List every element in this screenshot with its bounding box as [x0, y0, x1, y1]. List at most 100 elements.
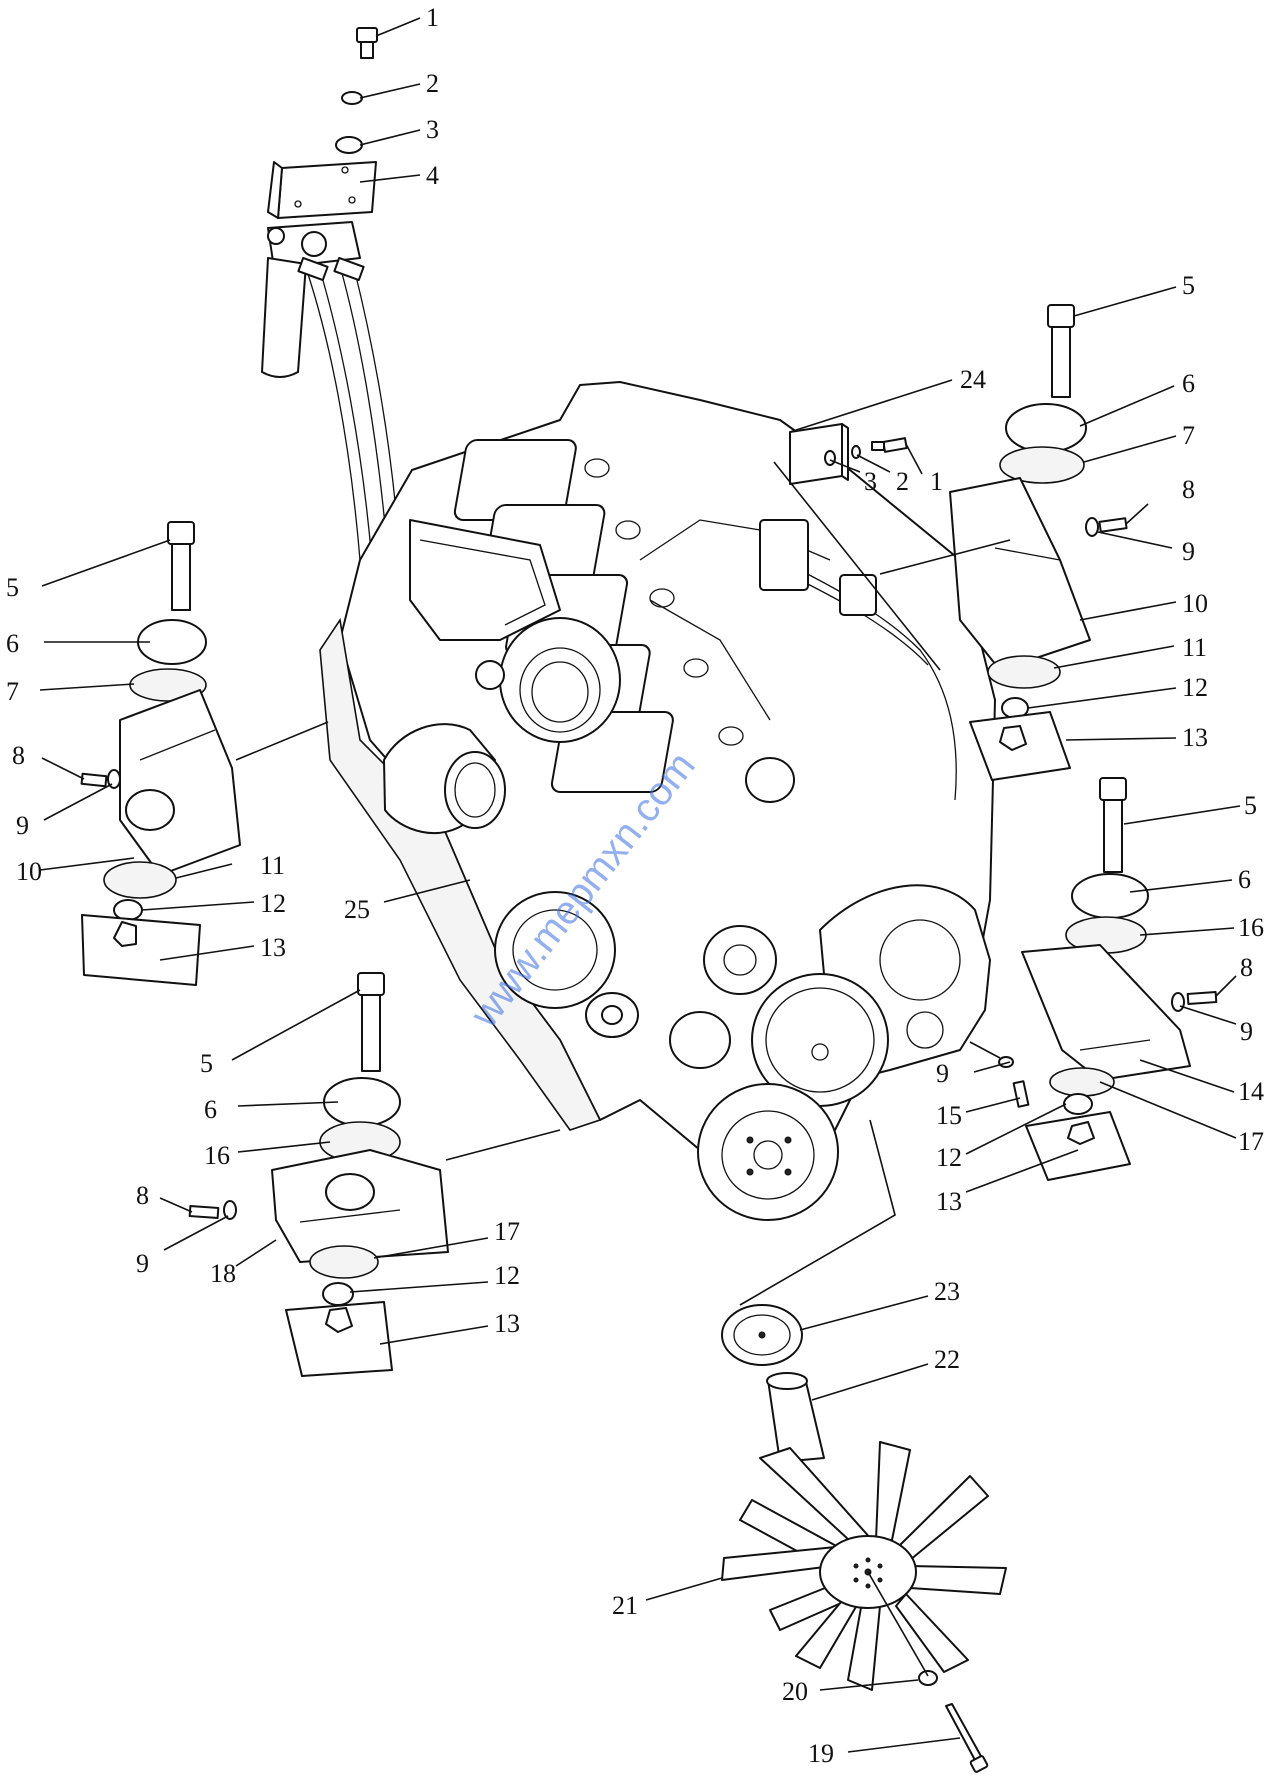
callout-8-ll: 8 [136, 1181, 149, 1210]
mount-bolt-5 [1099, 777, 1127, 873]
mount-washer-9 [1085, 517, 1099, 537]
callout-6-ur: 6 [1182, 369, 1195, 398]
callout-9-ur: 9 [1182, 537, 1195, 566]
mount-nut-plate-13 [285, 1301, 393, 1377]
mount-lower-left [188, 972, 449, 1377]
callout-22: 22 [934, 1345, 960, 1374]
mount-washer-12 [1063, 1093, 1093, 1115]
mount-cushion-6 [1071, 873, 1149, 919]
callout-11-ul: 11 [260, 851, 285, 880]
callout-5-lr: 5 [1244, 791, 1257, 820]
mount-upper-left [80, 521, 241, 986]
filter-canister [261, 257, 307, 378]
callout-12-lr: 12 [936, 1143, 962, 1172]
callout-14-lr: 14 [1238, 1077, 1264, 1106]
mount-lower-right [998, 777, 1218, 1181]
mount-bracket-10 [119, 689, 241, 876]
bolt-1-top [356, 27, 378, 59]
mount-washer-12 [322, 1282, 354, 1306]
water-pump [669, 925, 777, 1069]
intake-manifold [409, 519, 561, 641]
callout-7-ul: 7 [6, 677, 19, 706]
flat-washer-3-top [335, 136, 363, 154]
bracket-24 [789, 423, 849, 485]
callout-13-ul: 13 [260, 933, 286, 962]
turbocharger [475, 617, 621, 743]
mount-bolt-15 [1012, 1080, 1030, 1108]
mount-washer-9 [1171, 992, 1185, 1012]
callout-8-ul: 8 [12, 741, 25, 770]
callout-7-ur: 7 [1182, 421, 1195, 450]
callout-9-ll: 9 [136, 1249, 149, 1278]
callout-9-lr-b: 9 [936, 1059, 949, 1088]
mount-washer-9b [998, 1056, 1014, 1068]
mount-bolt-8 [188, 1205, 220, 1219]
mount-bolt-5 [1047, 304, 1075, 398]
callout-6-ul: 6 [6, 629, 19, 658]
mount-cushion-17 [1049, 1067, 1115, 1097]
callout-23: 23 [934, 1277, 960, 1306]
mount-bracket-10 [949, 477, 1091, 671]
mount-bolt-8 [1186, 991, 1218, 1005]
top-filter-assembly [261, 27, 413, 641]
callout-13-lr: 13 [936, 1187, 962, 1216]
callout-5-ur: 5 [1182, 271, 1195, 300]
mount-bolt-8 [1098, 517, 1128, 533]
fan-assembly [721, 1304, 1007, 1773]
callout-6-ll: 6 [204, 1095, 217, 1124]
intake-elbow [383, 723, 506, 835]
callout-4: 4 [426, 161, 439, 190]
callout-25: 25 [344, 895, 370, 924]
mount-washer-12 [113, 899, 143, 921]
callout-12-ur: 12 [1182, 673, 1208, 702]
callout-3: 3 [426, 115, 439, 144]
fan-washer-20 [918, 1670, 938, 1686]
fan-21 [721, 1441, 1007, 1691]
mounting-plate-4 [267, 161, 377, 219]
leader-lines [39, 17, 1241, 1753]
callout-16-lr: 16 [1238, 913, 1264, 942]
callout-10-ul: 10 [16, 857, 42, 886]
callout-9-lr-a: 9 [1240, 1017, 1253, 1046]
mount-bolt-5 [167, 521, 195, 611]
callout-17-lr: 17 [1238, 1127, 1264, 1156]
harmonic-balancer [697, 1083, 839, 1221]
lock-washer-2-top [341, 91, 363, 105]
callout-8-ur: 8 [1182, 475, 1195, 504]
callout-1: 1 [426, 3, 439, 32]
callout-19: 19 [808, 1739, 834, 1768]
callout-labels: 1 2 3 4 24 1 2 3 5 6 7 8 9 10 11 12 13 5… [6, 3, 1264, 1768]
callout-21: 21 [612, 1591, 638, 1620]
mount-spacer-7 [999, 446, 1085, 484]
callout-12-ll: 12 [494, 1261, 520, 1290]
mount-cushion-6 [1005, 403, 1087, 453]
callout-17-ll: 17 [494, 1217, 520, 1246]
callout-16-ll: 16 [204, 1141, 230, 1170]
callout-6-lr: 6 [1238, 865, 1251, 894]
callout-2: 2 [426, 69, 439, 98]
callout-12-ul: 12 [260, 889, 286, 918]
mount-cushion-11 [103, 861, 177, 899]
mount-washer-9 [107, 769, 121, 789]
hydraulic-hoses [297, 256, 413, 641]
mount-bolt-8 [80, 772, 108, 788]
fan-pulley-23 [721, 1304, 803, 1366]
callout-5-ul: 5 [6, 573, 19, 602]
callout-13-ll: 13 [494, 1309, 520, 1338]
mount-nut-plate-13 [81, 914, 201, 986]
fuel-lines [639, 519, 957, 801]
callout-5-ll: 5 [200, 1049, 213, 1078]
mount-upper-right [949, 304, 1128, 781]
mount-nut-plate-13 [1025, 1111, 1131, 1181]
mount-bolt-5 [357, 972, 385, 1072]
filter-head [267, 221, 361, 269]
callout-24: 24 [960, 365, 986, 394]
fan-spacer-22 [766, 1372, 825, 1463]
engine-assembly [319, 381, 996, 1221]
mount-nut-plate-13 [969, 711, 1071, 781]
fan-bolt-19 [945, 1703, 989, 1773]
mount-bracket-18 [271, 1149, 449, 1263]
callout-11-ur: 11 [1182, 633, 1207, 662]
mount-cushion-17 [309, 1245, 379, 1279]
callout-10-ur: 10 [1182, 589, 1208, 618]
